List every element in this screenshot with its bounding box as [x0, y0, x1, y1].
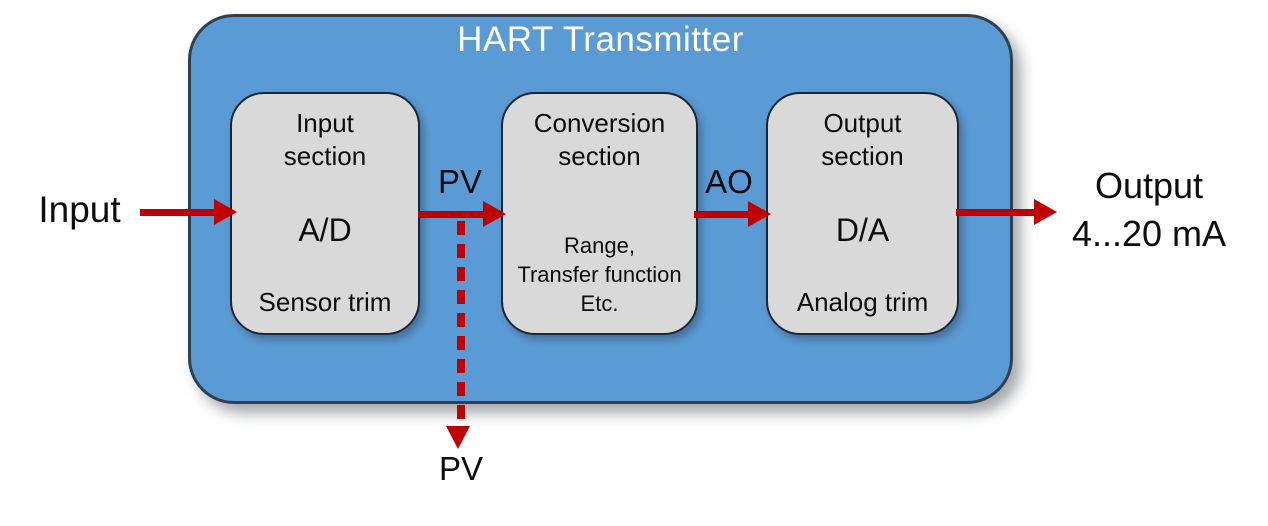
- output-label: Output 4...20 mA: [1048, 162, 1250, 258]
- pv-arrow-shaft: [418, 210, 483, 218]
- pv-bottom-label: PV: [438, 450, 484, 487]
- input-arrow-head-icon: [214, 199, 237, 225]
- pv-arrow-head-icon: [483, 201, 506, 227]
- output-label-line2: 4...20 mA: [1071, 213, 1227, 254]
- ao-arrow-shaft: [694, 210, 748, 218]
- dac-label: D/A: [835, 211, 890, 248]
- input-label: Input: [38, 189, 121, 230]
- input-arrow-shaft: [140, 208, 214, 216]
- output-arrow-head-icon: [1034, 199, 1057, 225]
- input-arrow: [140, 199, 237, 225]
- pv-dashed-arrow-head-icon: [446, 426, 470, 449]
- analog-trim-label: Analog trim: [796, 287, 929, 317]
- sensor-trim-label: Sensor trim: [258, 287, 392, 317]
- output-section-label: Output section: [821, 108, 904, 171]
- pv-dashed-line: [457, 221, 465, 426]
- ao-signal-label: AO: [705, 163, 753, 200]
- output-arrow-shaft: [956, 208, 1034, 216]
- output-label-line1: Output: [1094, 165, 1204, 206]
- output-arrow: [956, 199, 1057, 225]
- conversion-section-label: Conversion section: [533, 108, 666, 171]
- pv-arrow: [418, 201, 506, 227]
- diagram-title: HART Transmitter: [457, 20, 744, 59]
- input-section-block: Input section A/D Sensor trim: [230, 92, 420, 335]
- output-section-block: Output section D/A Analog trim: [766, 92, 959, 335]
- adc-label: A/D: [298, 211, 352, 248]
- range-transfer-label: Range, Transfer function Etc.: [517, 233, 682, 316]
- ao-arrow: [694, 201, 771, 227]
- conversion-section-block: Conversion section Range, Transfer funct…: [501, 92, 698, 335]
- input-section-label: Input section: [283, 108, 367, 171]
- ao-arrow-head-icon: [748, 201, 771, 227]
- pv-signal-label: PV: [437, 163, 483, 200]
